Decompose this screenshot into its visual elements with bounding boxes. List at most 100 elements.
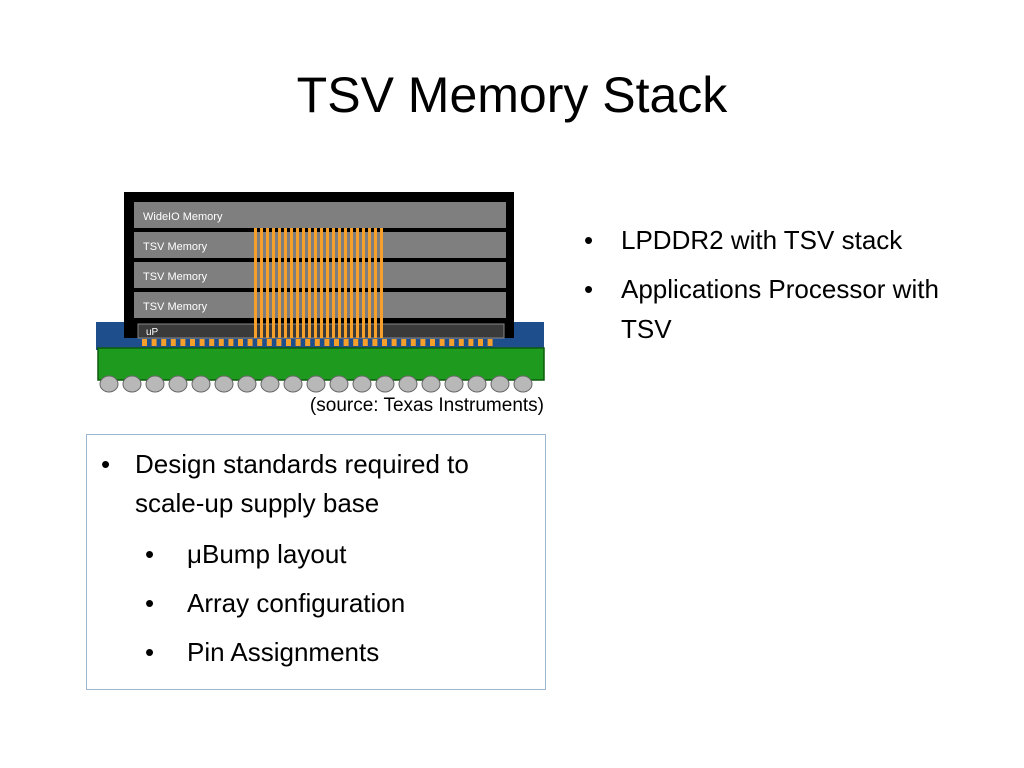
micro-bump [238,339,243,346]
tsv-line [326,228,329,338]
solder-ball [260,375,280,393]
solder-ball-row [99,375,533,393]
tsv-line [314,228,317,338]
micro-bump [324,339,330,346]
tsv-line [356,228,359,338]
tsv-array [254,228,383,338]
micro-bump [487,339,493,346]
micro-bump [305,339,311,346]
micro-bump [449,339,455,346]
tsv-line [344,228,347,338]
bullet-item: • LPDDR2 with TSV stack [580,220,980,260]
bullet-text: Design standards required to scale-up su… [135,449,469,518]
memory-layer-1 [134,202,506,228]
tsv-line [284,228,287,338]
micro-bump [151,339,157,346]
micro-bump [382,339,387,346]
micro-bump [391,339,397,346]
micro-bump [228,339,234,346]
solder-ball [444,375,464,393]
micro-bump-row [142,339,493,346]
micro-bump [286,339,291,346]
bullet-text: Applications Processor with TSV [621,274,939,344]
bullet-glyph: • [101,449,111,479]
micro-bump [142,339,147,346]
tsv-line [290,228,293,338]
tsv-line [296,228,299,338]
micro-bump [180,339,186,346]
tsv-line [362,228,365,338]
processor-label: uP [146,327,159,338]
solder-ball [122,375,142,393]
bullet-glyph: • [145,588,155,618]
tsv-line [320,228,323,338]
solder-ball [237,375,257,393]
tsv-line [338,228,341,338]
solder-ball [329,375,349,393]
bullet-glyph: • [584,274,594,304]
micro-bump [353,339,359,346]
bullet-item: • Applications Processor with TSV [580,269,980,349]
solder-ball [145,375,165,393]
solder-ball [306,375,326,393]
source-caption: (source: Texas Instruments) [309,395,544,416]
sub-bullet-item: • μBump layout [137,535,517,574]
micro-bump [410,339,416,346]
tsv-stack-diagram: WideIO Memory TSV Memory TSV Memory TSV … [96,192,545,393]
micro-bump [257,339,263,346]
memory-layer-label: TSV Memory [143,271,208,283]
micro-bump [199,339,205,346]
micro-bump [458,339,464,346]
micro-bump [401,339,407,346]
solder-ball [467,375,487,393]
slide-title: TSV Memory Stack [296,67,728,123]
micro-bump [276,339,282,346]
tsv-line [308,228,311,338]
micro-bump [218,339,224,346]
sub-bullet-text: Array configuration [187,588,406,618]
micro-bump [170,339,176,346]
micro-bump [420,339,426,346]
micro-bump [266,339,272,346]
solder-ball [214,375,234,393]
sub-bullet-text: μBump layout [187,539,347,569]
solder-ball [283,375,303,393]
sub-bullet-item: • Array configuration [137,584,517,623]
micro-bump [161,339,167,346]
bullet-text: LPDDR2 with TSV stack [621,225,903,255]
micro-bump [295,339,301,346]
solder-ball [490,375,510,393]
micro-bump [439,339,445,346]
solder-ball [168,375,188,393]
bullet-glyph: • [584,225,594,255]
solder-ball [421,375,441,393]
micro-bump [334,339,339,346]
solder-ball [398,375,418,393]
bullet-item: • Design standards required to scale-up … [95,445,539,523]
memory-layer-label: WideIO Memory [143,211,223,223]
tsv-line [380,228,383,338]
solder-ball [99,375,119,393]
tsv-line [260,228,263,338]
solder-ball [375,375,395,393]
tsv-line [332,228,335,338]
memory-layer-label: TSV Memory [143,301,208,313]
tsv-line [254,228,257,338]
micro-bump [478,339,483,346]
micro-bump [190,339,195,346]
micro-bump [430,339,435,346]
bullet-glyph: • [145,539,155,569]
bullet-glyph: • [145,637,155,667]
tsv-line [302,228,305,338]
tsv-line [272,228,275,338]
right-bullet-list: • LPDDR2 with TSV stack • Applications Pro… [580,220,980,358]
micro-bump [468,339,474,346]
tsv-line [374,228,377,338]
micro-bump [362,339,368,346]
tsv-line [278,228,281,338]
micro-bump [209,339,215,346]
micro-bump [372,339,378,346]
tsv-line [266,228,269,338]
tsv-line [368,228,371,338]
solder-ball [191,375,211,393]
